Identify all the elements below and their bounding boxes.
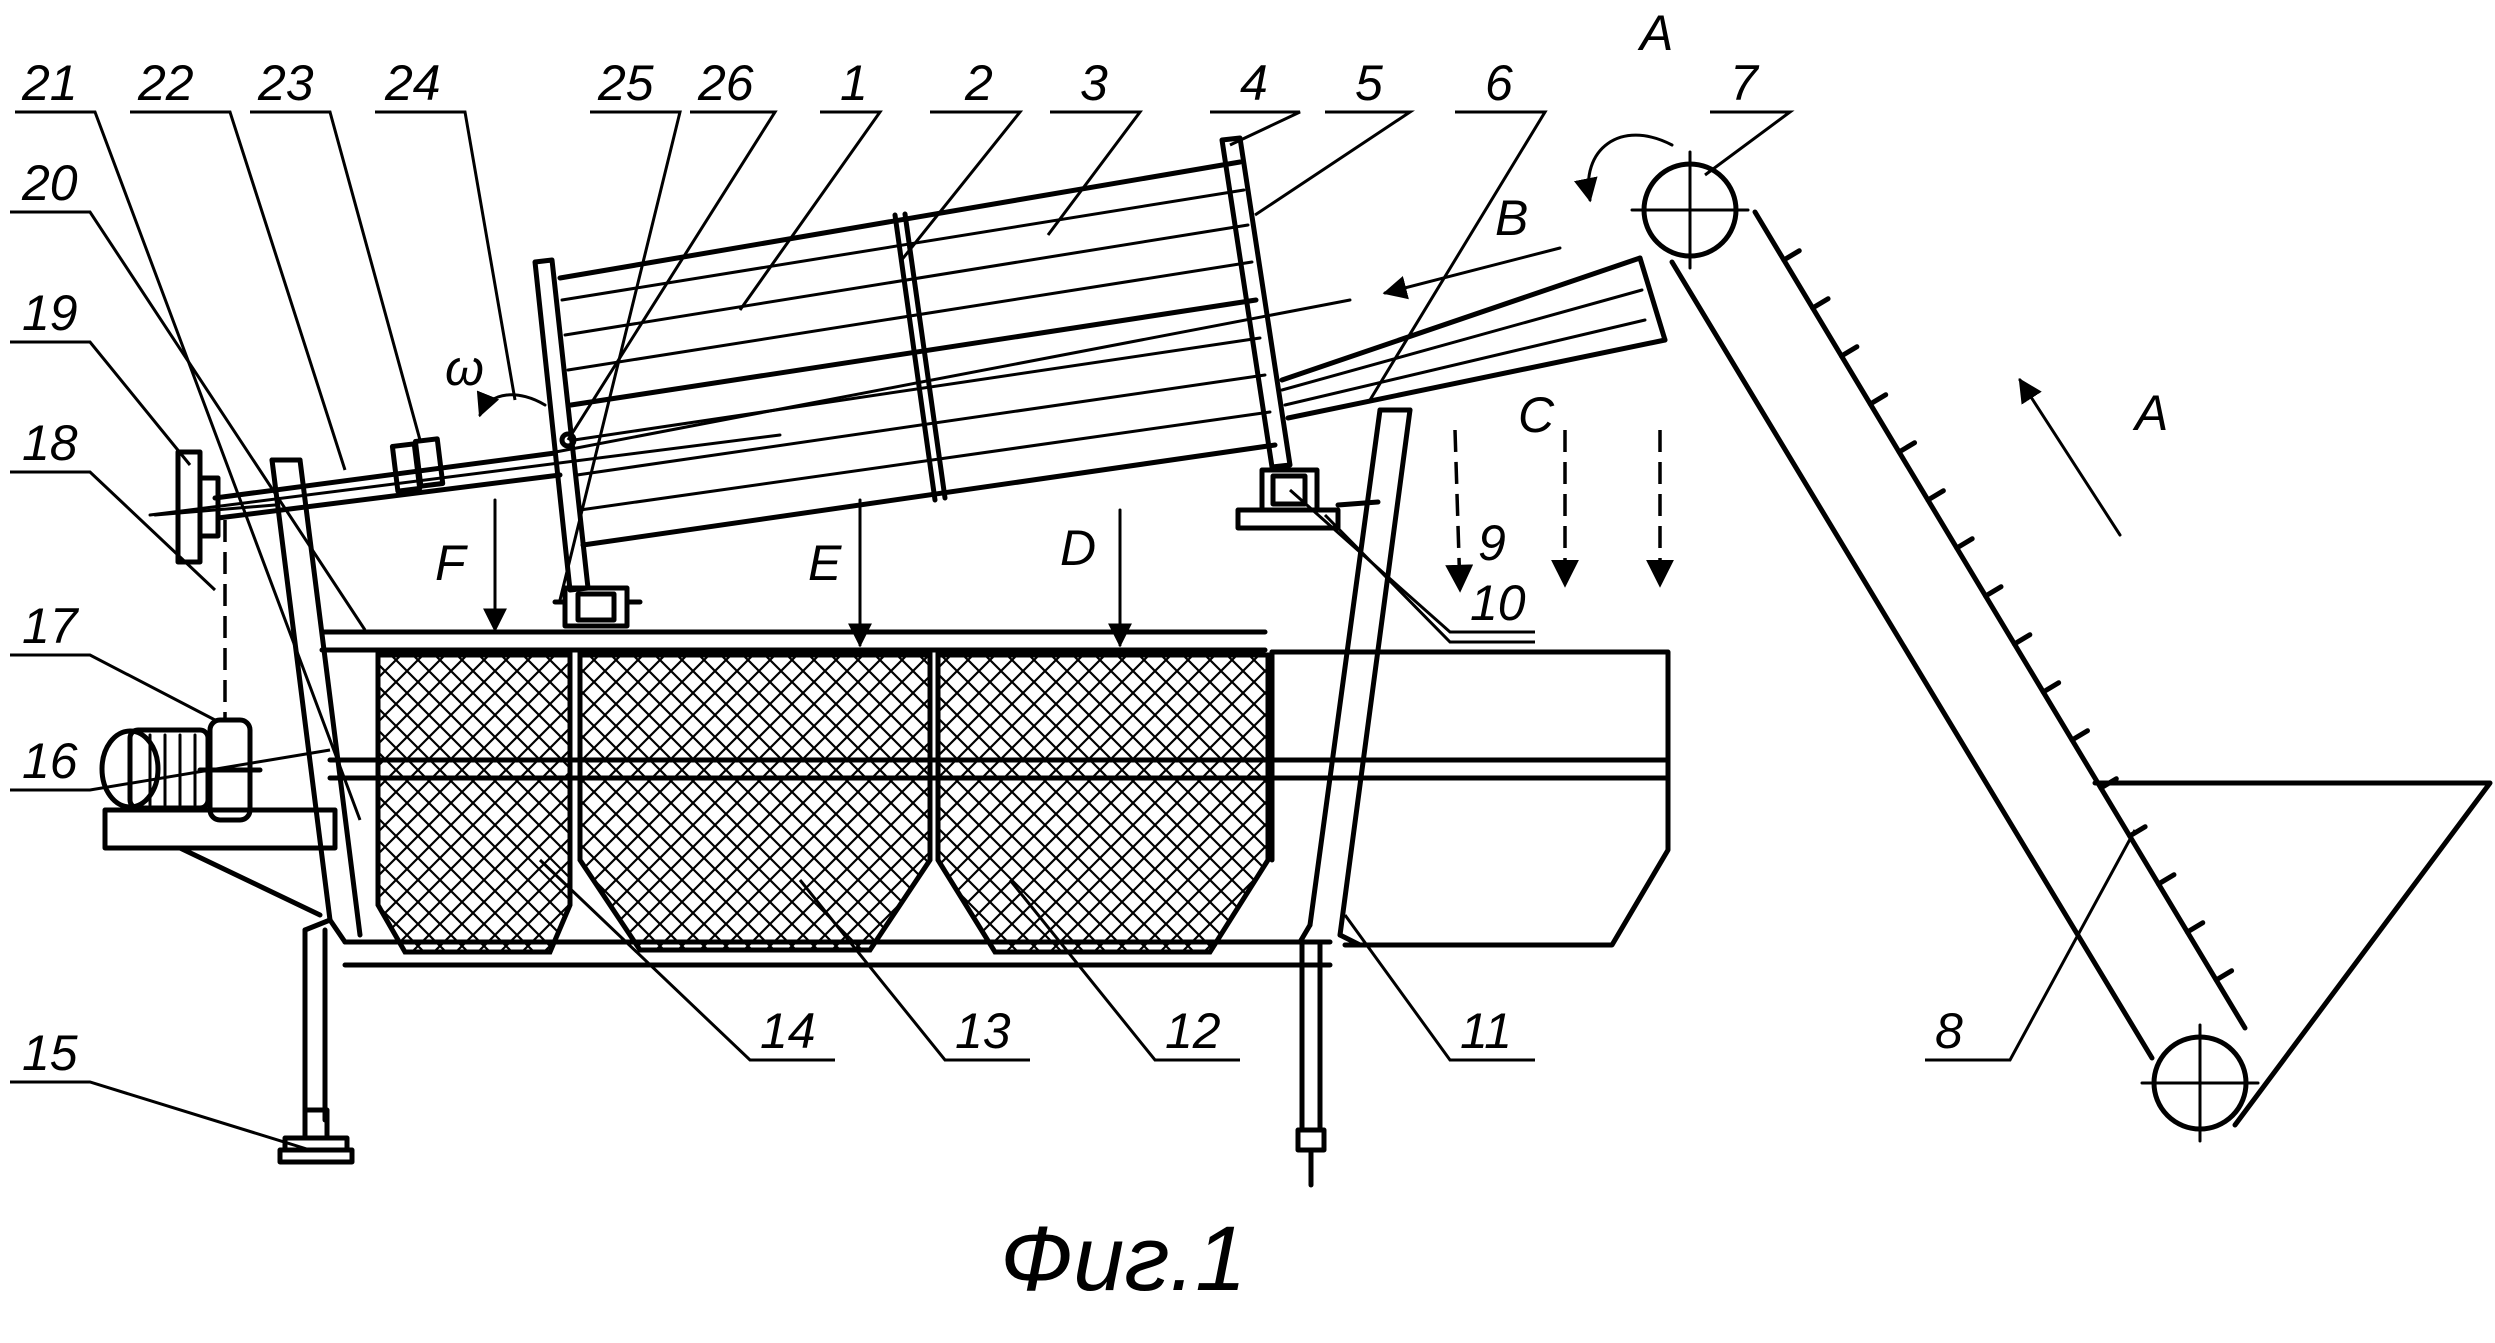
conveyor-cleat <box>1983 584 2004 599</box>
coupling-23 <box>389 436 446 494</box>
rail <box>327 757 1671 781</box>
hopper-14 <box>375 652 573 955</box>
conveyor-cleat <box>2011 632 2033 647</box>
label-1: 1 <box>840 55 868 111</box>
label-19: 19 <box>22 285 78 341</box>
label-8: 8 <box>1935 1003 1963 1059</box>
foot-15 <box>277 1107 355 1165</box>
label-5: 5 <box>1355 55 1383 111</box>
label-flow-e: E <box>808 535 842 591</box>
part-labels: 21 22 23 24 25 26 1 2 3 4 5 6 7 20 19 18… <box>21 55 1963 1081</box>
bearing-25 <box>552 585 643 629</box>
label-omega: ω <box>445 340 484 396</box>
label-flow-a-top: A <box>1637 5 1673 61</box>
hopper-13 <box>577 652 933 953</box>
label-11: 11 <box>1460 1003 1512 1059</box>
tray-11 <box>1269 649 1671 948</box>
hopper-12 <box>935 652 1271 955</box>
label-12: 12 <box>1165 1003 1221 1059</box>
label-flow-c: C <box>1518 387 1555 443</box>
label-14: 14 <box>760 1003 816 1059</box>
conveyor-cleat <box>1867 392 1889 407</box>
flow-arrows <box>476 133 2122 648</box>
label-flow-b: B <box>1495 190 1528 246</box>
label-10: 10 <box>1470 575 1526 631</box>
drum <box>532 135 1352 593</box>
label-4: 4 <box>1240 55 1268 111</box>
label-26: 26 <box>697 55 754 111</box>
label-16: 16 <box>22 733 78 789</box>
conveyor-cleat <box>2184 920 2206 935</box>
conveyor-cleat <box>2069 728 2090 743</box>
label-flow-a-right: A <box>2132 385 2168 441</box>
label-20: 20 <box>21 155 78 211</box>
conveyor-cleat <box>1781 248 1802 263</box>
label-22: 22 <box>137 55 194 111</box>
conveyor-cleat <box>2040 680 2062 695</box>
label-15: 15 <box>22 1025 78 1081</box>
conveyor-cleat <box>2156 872 2177 887</box>
chute-6 <box>1279 255 1668 421</box>
label-24: 24 <box>384 55 441 111</box>
bearing-9-10 <box>1235 467 1381 531</box>
label-18: 18 <box>22 415 78 471</box>
receiving-hopper <box>2092 780 2493 1128</box>
label-flow-d: D <box>1060 520 1096 576</box>
label-7: 7 <box>1730 55 1760 111</box>
conveyor-cleat <box>1954 536 1975 551</box>
conveyor-cleat <box>1896 440 1918 455</box>
conveyor-cleat <box>1925 488 1946 503</box>
label-6: 6 <box>1485 55 1513 111</box>
motor-base <box>102 807 338 918</box>
motor-16 <box>99 727 211 811</box>
conveyor-cleat <box>1838 344 1860 359</box>
label-23: 23 <box>257 55 314 111</box>
label-flow-f: F <box>435 535 468 591</box>
conveyor-8 <box>1630 150 2260 1143</box>
label-25: 25 <box>597 55 654 111</box>
label-13: 13 <box>955 1003 1011 1059</box>
hub-26 <box>559 431 577 449</box>
figure-caption: Фиг.1 <box>1000 1208 1246 1310</box>
label-9: 9 <box>1478 515 1506 571</box>
conveyor-cleat <box>2213 968 2235 983</box>
frame <box>269 407 1413 1188</box>
label-3: 3 <box>1080 55 1108 111</box>
label-2: 2 <box>964 55 993 111</box>
conveyor-cleat <box>1810 296 1831 311</box>
flow-labels: A A B C D E F ω <box>435 5 2168 591</box>
label-17: 17 <box>22 598 80 654</box>
label-21: 21 <box>21 55 78 111</box>
leader-lines <box>10 110 2137 1152</box>
